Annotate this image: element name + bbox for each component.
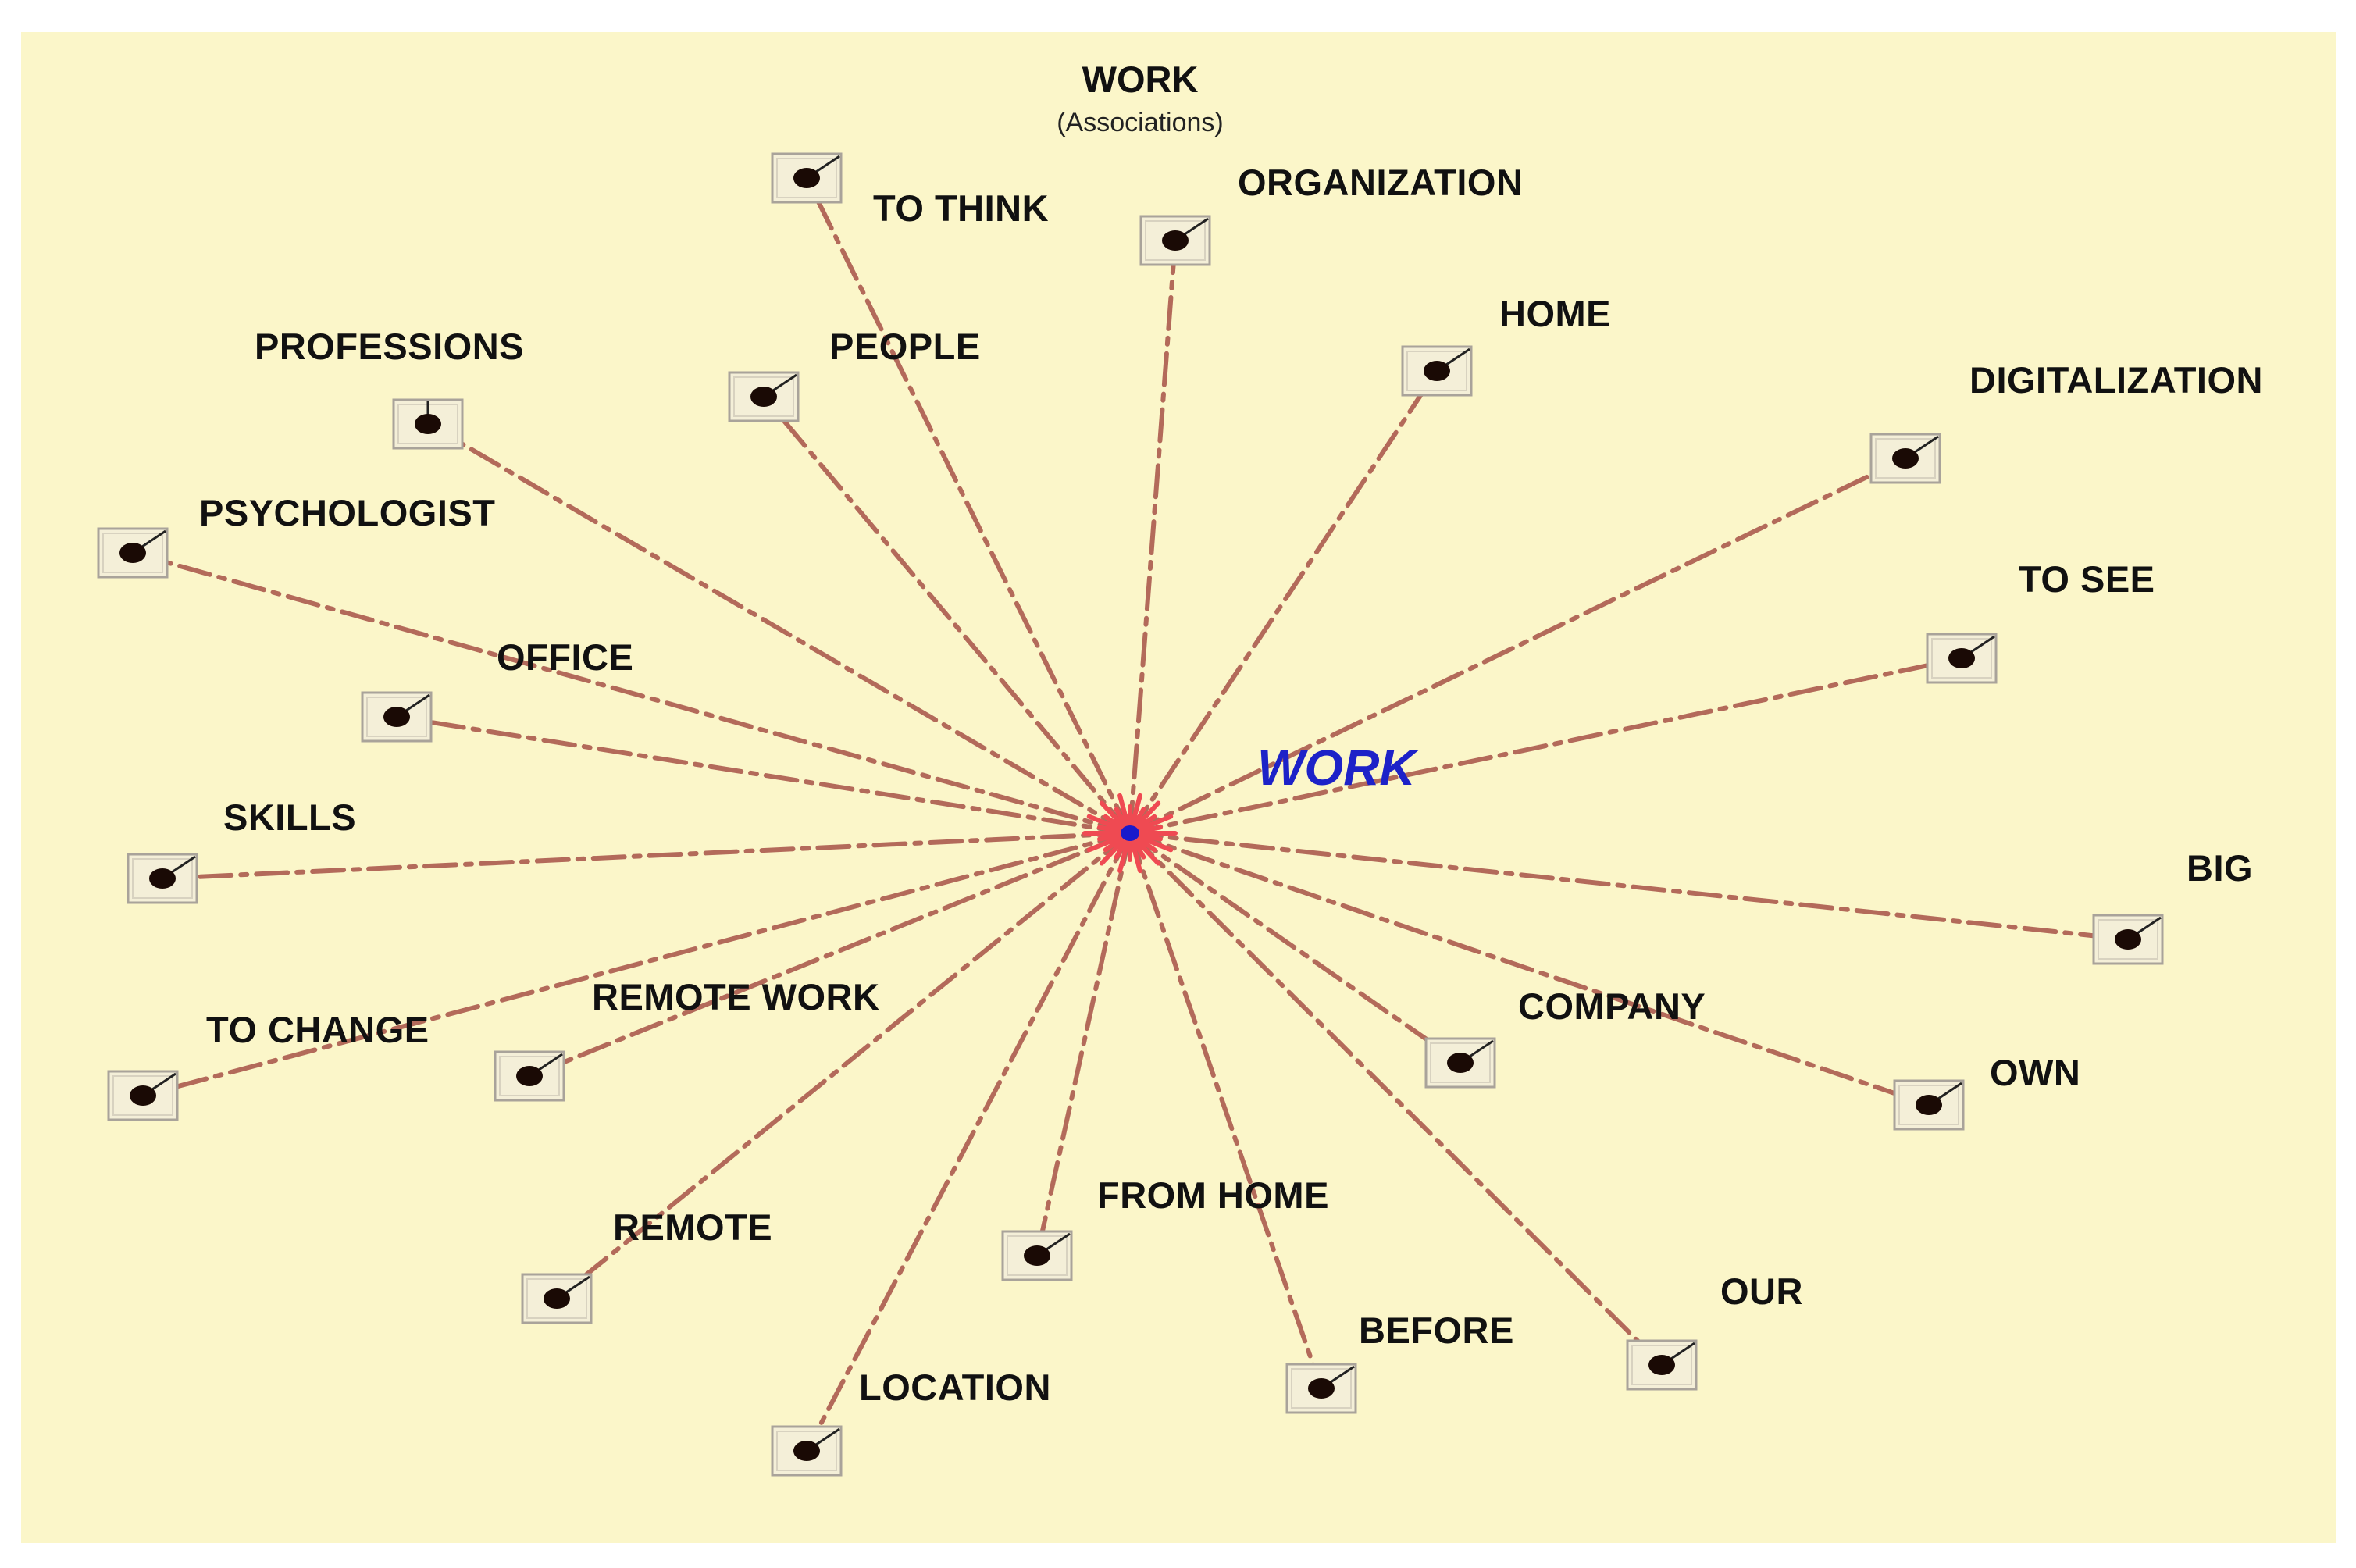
node-label-home: HOME: [1499, 293, 1611, 334]
node-label-our: OUR: [1720, 1270, 1803, 1312]
node-marker-our: [1626, 1339, 1698, 1391]
center-dot: [1121, 825, 1139, 841]
connector-line-to-think: [804, 176, 1132, 836]
node-marker-from-home: [1001, 1230, 1073, 1281]
node-marker-organization: [1139, 215, 1211, 266]
connector-line-remote: [554, 831, 1132, 1301]
node-marker-big: [2092, 914, 2164, 965]
node-label-location: LOCATION: [859, 1367, 1051, 1408]
node-label-before: BEFORE: [1359, 1310, 1514, 1351]
connector-line-skills: [160, 831, 1132, 881]
node-label-remote-work: REMOTE WORK: [592, 976, 879, 1017]
node-label-remote: REMOTE: [613, 1206, 772, 1248]
node-label-to-think: TO THINK: [873, 187, 1049, 229]
node-label-organization: ORGANIZATION: [1238, 162, 1523, 203]
node-label-to-see: TO SEE: [2019, 558, 2155, 600]
connector-line-to-change: [141, 831, 1132, 1098]
node-label-company: COMPANY: [1518, 985, 1706, 1027]
node-label-own: OWN: [1990, 1052, 2080, 1093]
node-marker-office: [361, 691, 433, 743]
center-label: WORK: [1257, 739, 1419, 796]
node-label-to-change: TO CHANGE: [206, 1009, 429, 1050]
connector-line-from-home: [1035, 831, 1132, 1258]
node-label-skills: SKILLS: [223, 796, 356, 838]
node-label-psychologist: PSYCHOLOGIST: [199, 492, 495, 533]
connector-line-home: [1128, 369, 1439, 836]
node-marker-home: [1401, 345, 1473, 397]
connector-line-to-see: [1128, 656, 1964, 836]
node-marker-own: [1893, 1079, 1965, 1131]
header-title: WORK: [1082, 59, 1199, 100]
node-marker-company: [1424, 1037, 1496, 1089]
header-subtitle: (Associations): [1057, 108, 1224, 137]
node-marker-psychologist: [97, 527, 169, 579]
connector-line-company: [1128, 831, 1463, 1065]
node-marker-to-change: [107, 1070, 179, 1121]
node-label-digitalization: DIGITALIZATION: [1969, 359, 2263, 401]
connector-line-remote-work: [527, 831, 1132, 1078]
connector-line-our: [1128, 831, 1664, 1367]
connector-line-organization: [1128, 238, 1178, 836]
node-marker-remote-work: [494, 1050, 565, 1102]
node-marker-to-think: [771, 152, 843, 204]
node-label-professions: PROFESSIONS: [255, 326, 524, 367]
diagram-background: [21, 32, 2336, 1543]
node-label-people: PEOPLE: [829, 326, 981, 367]
node-marker-location: [771, 1425, 843, 1477]
node-marker-professions: [392, 398, 464, 450]
connector-line-people: [761, 394, 1132, 836]
node-marker-skills: [127, 853, 198, 904]
node-label-from-home: FROM HOME: [1097, 1174, 1329, 1216]
connector-line-professions: [426, 422, 1132, 836]
connector-line-before: [1128, 831, 1324, 1391]
connector-line-location: [804, 831, 1132, 1453]
connector-line-psychologist: [130, 551, 1132, 836]
node-marker-to-see: [1926, 633, 1998, 684]
node-label-big: BIG: [2187, 847, 2253, 889]
connector-line-digitalization: [1128, 456, 1908, 836]
connector-line-office: [394, 715, 1132, 836]
node-marker-remote: [521, 1273, 593, 1324]
node-label-office: OFFICE: [497, 636, 633, 678]
node-marker-digitalization: [1869, 433, 1941, 484]
connector-line-big: [1128, 831, 2130, 942]
center-burst: [1082, 793, 1178, 874]
node-marker-people: [728, 371, 800, 422]
node-marker-before: [1285, 1363, 1357, 1414]
connector-line-own: [1128, 831, 1931, 1107]
